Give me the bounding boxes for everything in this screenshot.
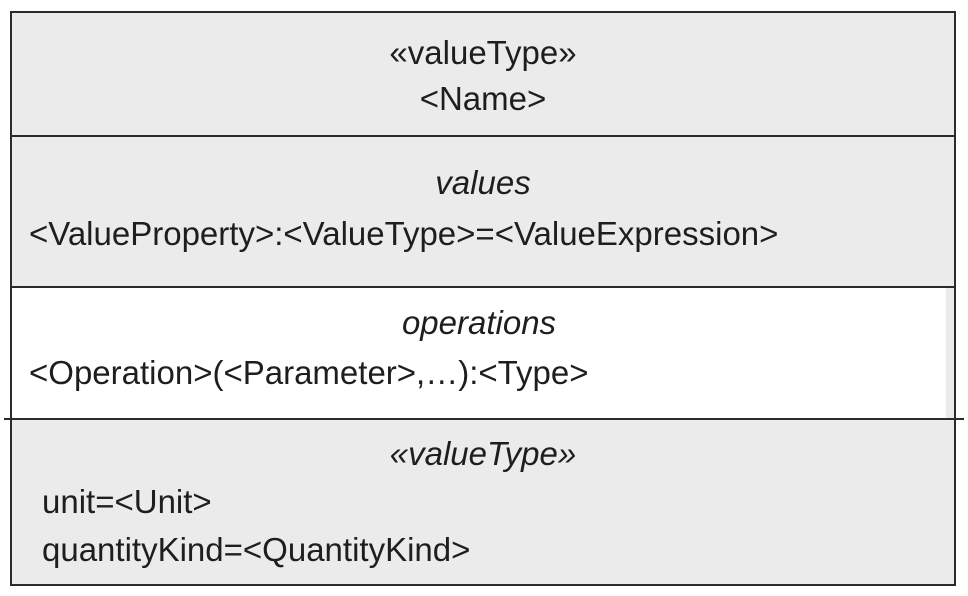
stereotype-properties-compartment: «valueType» unit=<Unit> quantityKind=<Qu… — [12, 420, 954, 584]
name-compartment: «valueType» <Name> — [12, 13, 954, 137]
operations-heading: operations — [401, 304, 557, 341]
operations-compartment: operations <Operation>(<Parameter>,…):<T… — [12, 288, 954, 420]
compartment-divider — [4, 418, 964, 420]
values-compartment: values <ValueProperty>:<ValueType>=<Valu… — [12, 137, 954, 288]
unit-property: unit=<Unit> — [42, 483, 212, 520]
stereotype-label: «valueType» — [389, 34, 577, 71]
block-name: <Name> — [419, 80, 547, 117]
values-heading: values — [435, 164, 531, 201]
stereotype-properties-heading: «valueType» — [389, 435, 577, 472]
quantity-kind-property: quantityKind=<QuantityKind> — [42, 531, 471, 568]
operation-entry: <Operation>(<Parameter>,…):<Type> — [29, 354, 589, 391]
value-type-block: «valueType» <Name> values <ValueProperty… — [10, 11, 956, 586]
value-property-entry: <ValueProperty>:<ValueType>=<ValueExpres… — [29, 215, 779, 252]
